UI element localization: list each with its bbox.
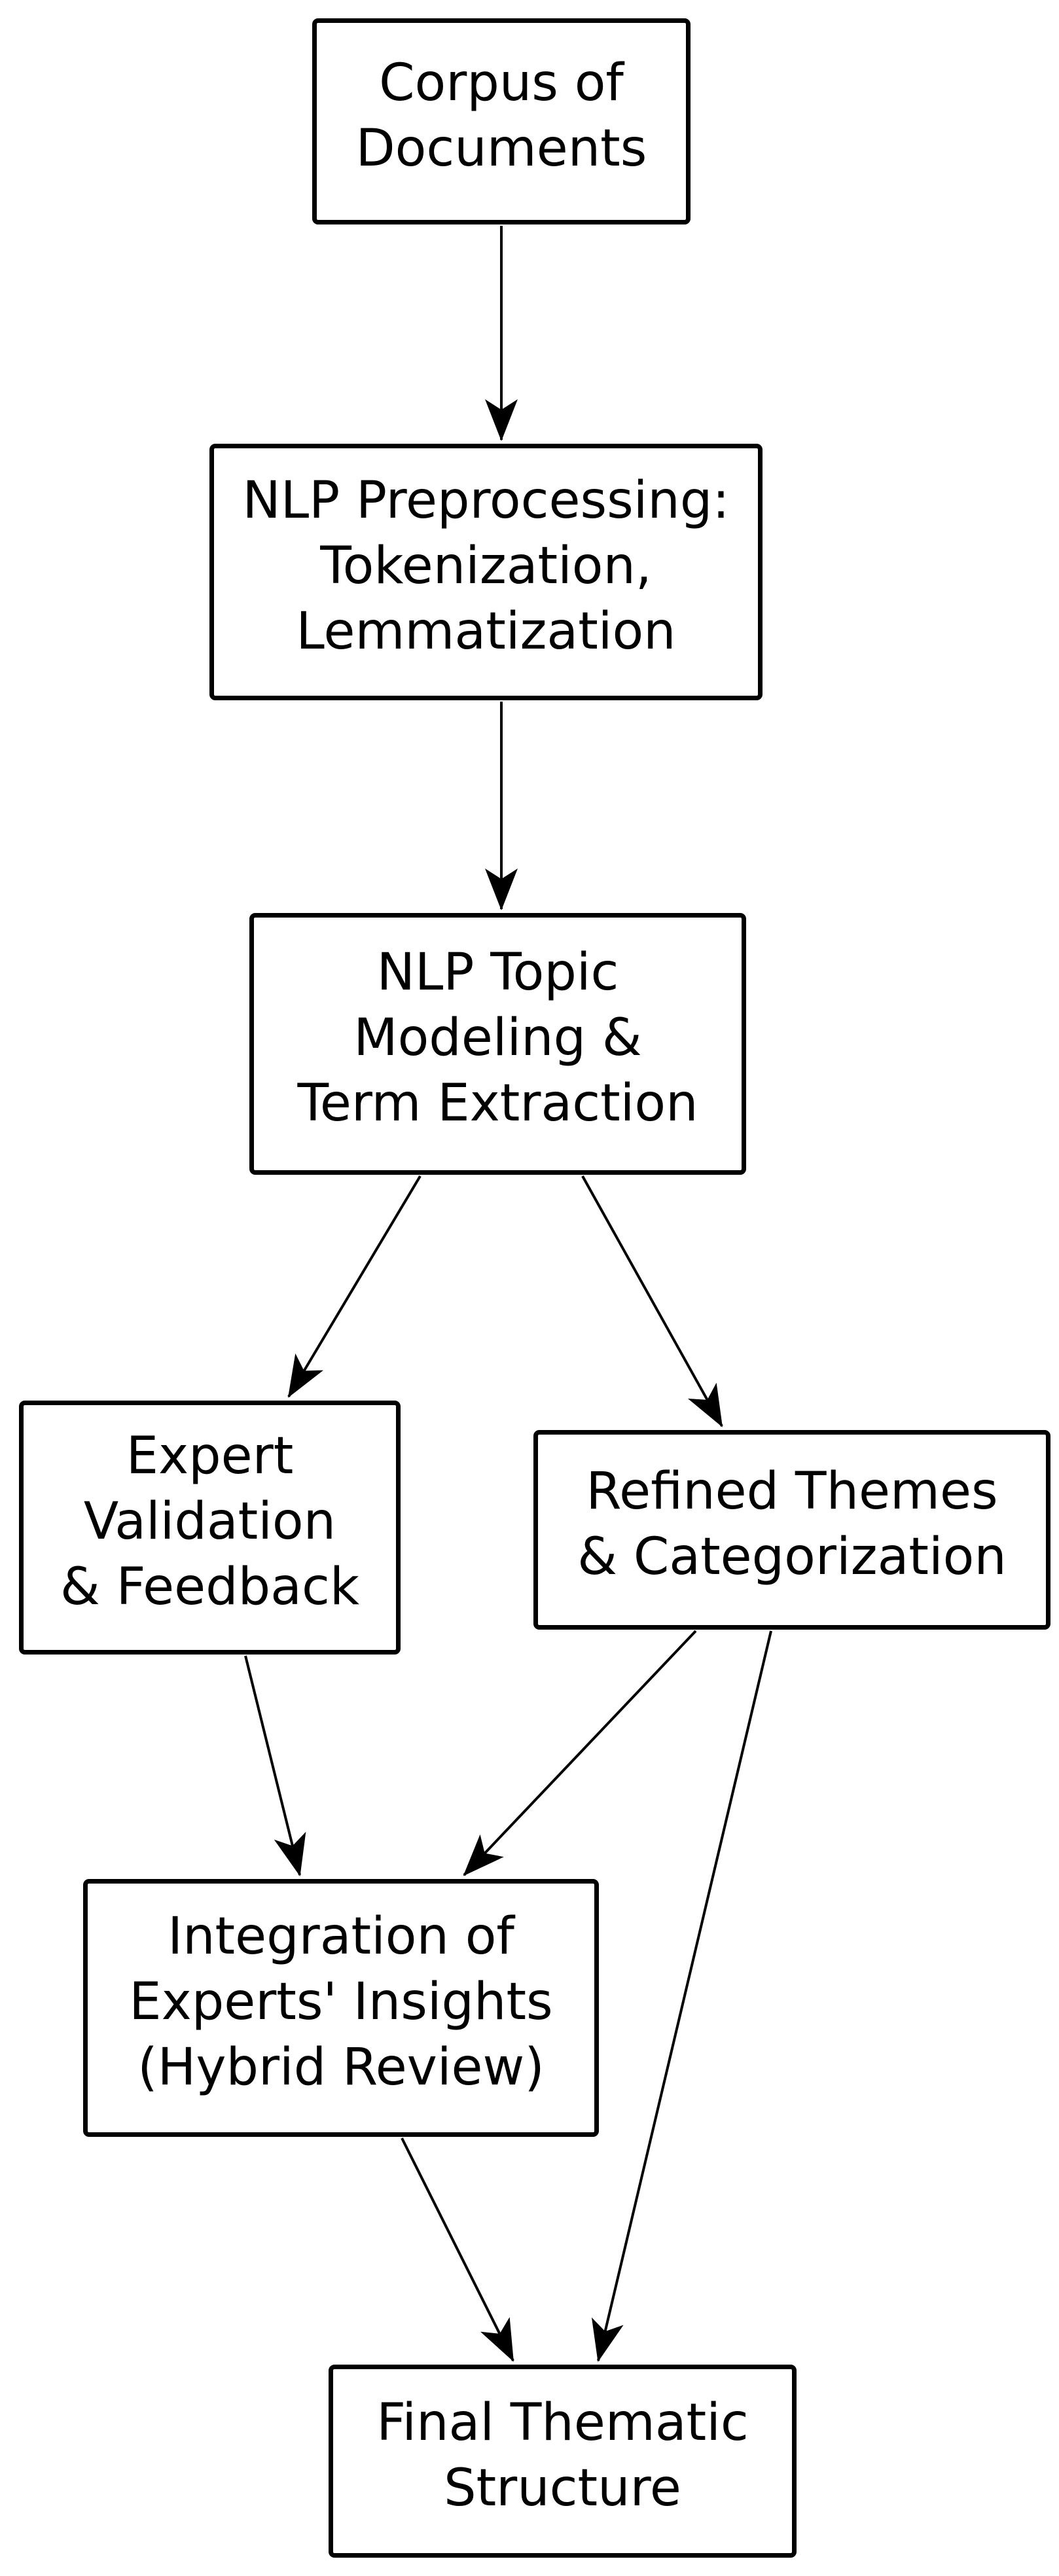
node-label-line: Lemmatization — [296, 602, 676, 661]
edge-refined-themes-to-final-structure — [591, 1630, 772, 2362]
node-label-line: Expert — [126, 1427, 294, 1486]
node-integration-of-experts-insights: Integration of Experts' Insights (Hybrid… — [83, 1879, 599, 2137]
node-label-line: & Categorization — [577, 1527, 1007, 1586]
node-label-line: Tokenization, — [320, 537, 652, 596]
node-label-line: NLP Preprocessing: — [242, 471, 730, 530]
node-label-line: (Hybrid Review) — [137, 2038, 545, 2097]
node-label-line: Validation — [83, 1492, 336, 1551]
edge-refined-themes-to-integration — [463, 1630, 697, 1876]
node-expert-validation-feedback: Expert Validation & Feedback — [19, 1401, 401, 1655]
node-refined-themes-categorization: Refined Themes & Categorization — [533, 1430, 1050, 1630]
edge-expert-validation-to-integration — [244, 1655, 306, 1876]
node-label-line: Structure — [444, 2458, 681, 2518]
node-label-line: Final Thematic — [376, 2393, 749, 2452]
node-label-line: Term Extraction — [297, 1074, 698, 1133]
node-label-line: Modeling & — [353, 1009, 642, 1067]
edge-topic-modeling-to-refined-themes — [581, 1175, 723, 1427]
node-nlp-topic-modeling: NLP Topic Modeling & Term Extraction — [249, 913, 746, 1175]
node-label-line: Experts' Insights — [129, 1973, 553, 2031]
node-label-line: Documents — [355, 118, 647, 178]
node-corpus-of-documents: Corpus of Documents — [312, 18, 691, 224]
edge-topic-modeling-to-expert-validation — [287, 1175, 422, 1398]
node-label-line: & Feedback — [60, 1558, 360, 1617]
node-label-line: Corpus of — [379, 53, 624, 113]
node-nlp-preprocessing: NLP Preprocessing: Tokenization, Lemmati… — [209, 444, 763, 700]
edge-integration-to-final-structure — [401, 2138, 514, 2362]
node-label-line: NLP Topic — [376, 943, 619, 1002]
node-final-thematic-structure: Final Thematic Structure — [329, 2365, 797, 2558]
node-label-line: Integration of — [168, 1907, 514, 1966]
node-label-line: Refined Themes — [586, 1461, 998, 1521]
